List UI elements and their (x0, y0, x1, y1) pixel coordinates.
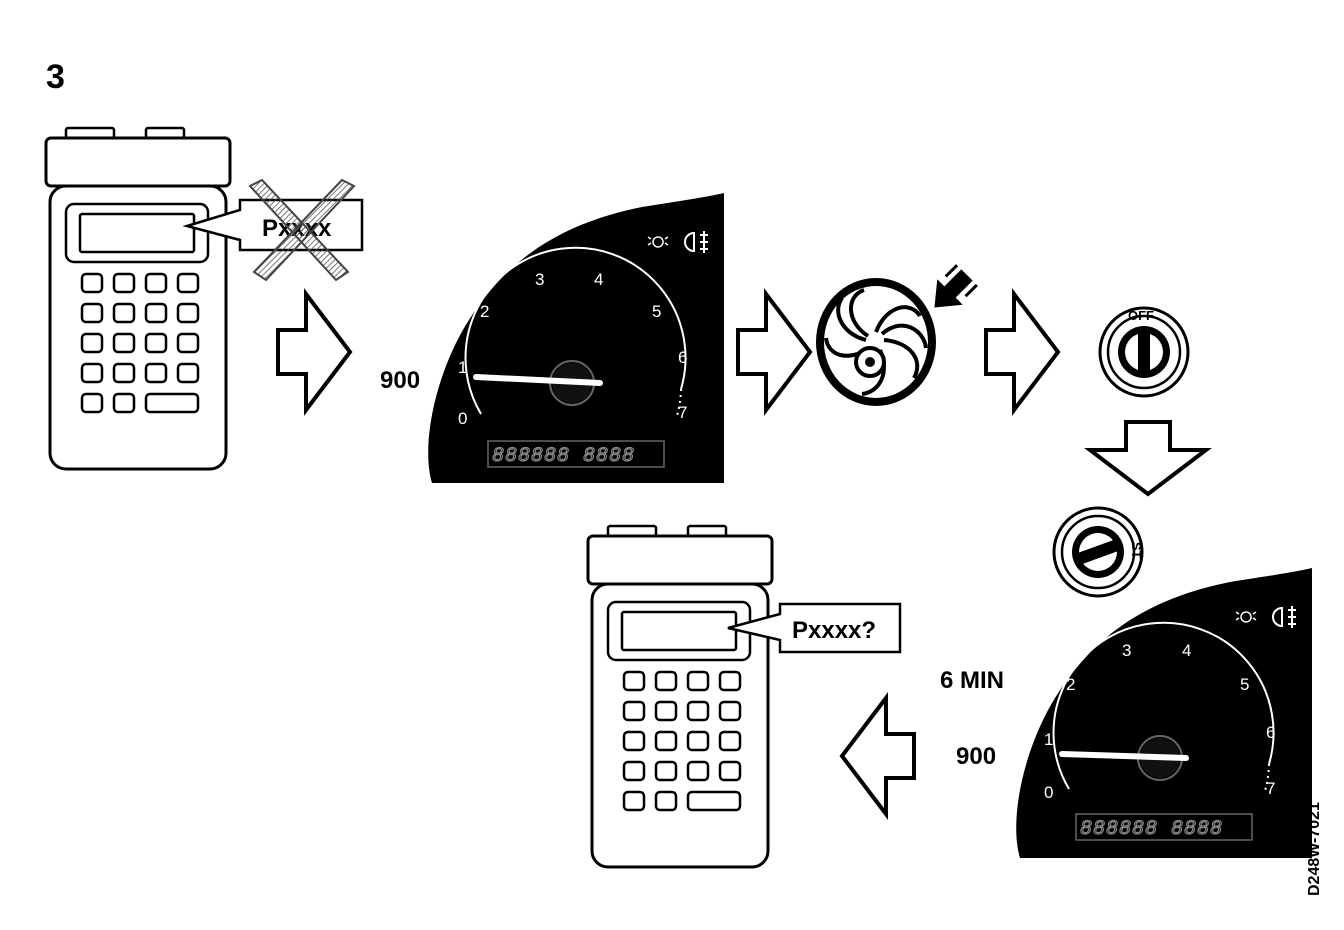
arrow-right-icon (736, 292, 812, 412)
radiator-fan-icon (816, 278, 936, 406)
step-number: 3 (46, 58, 65, 96)
instrument-cluster-bottom: 0 1 2 3 4 5 6 7 888888 8888 (1015, 567, 1313, 859)
gauge-tick-labels: 0 1 2 3 4 5 6 7 (458, 270, 687, 428)
tester-callout-bottom: Pxxxx? (727, 602, 902, 654)
tick-label: 4 (1182, 641, 1191, 660)
gauge-tick-labels: 0 1 2 3 4 5 6 7 (1044, 641, 1275, 802)
callout-text-bottom: Pxxxx? (792, 617, 876, 644)
figure-code: D248W-7021 (1306, 802, 1323, 896)
tick-label: 4 (594, 270, 603, 289)
tick-label: 7 (1266, 779, 1275, 798)
digital-display: 888888 8888 (492, 445, 635, 468)
cross-out-mark (248, 178, 356, 282)
arrow-down-icon (1088, 420, 1208, 496)
tick-label: 3 (535, 270, 544, 289)
arrow-left-icon (840, 696, 916, 816)
tick-label: 1 (1044, 730, 1053, 749)
tick-label: 5 (652, 302, 661, 321)
ignition-switch-icon: ST (1052, 506, 1144, 598)
diagnostic-tester-bottom (586, 524, 774, 869)
tester-callout-top: Pxxxx (182, 178, 364, 282)
ignition-label-off: OFF (1128, 308, 1154, 323)
tick-label: 0 (1044, 783, 1053, 802)
tick-label: 2 (480, 302, 489, 321)
rpm-label-bottom: 900 (956, 743, 996, 770)
digital-display: 888888 8888 (1080, 818, 1223, 841)
tick-label: 0 (458, 409, 467, 428)
time-label: 6 MIN (940, 667, 1004, 694)
diagnostic-tester-top (44, 126, 232, 471)
airflow-arrow-icon (934, 264, 978, 308)
tick-label: 6 (678, 348, 687, 367)
tick-label: 3 (1122, 641, 1131, 660)
arrow-right-icon (276, 292, 352, 412)
gauge-needle (473, 374, 603, 386)
instrument-cluster-top: 0 1 2 3 4 5 6 7 888888 8888 (427, 192, 725, 484)
tick-label: 5 (1240, 675, 1249, 694)
rpm-label-top: 900 (380, 367, 420, 394)
arrow-right-icon (984, 292, 1060, 412)
tick-label: 6 (1266, 723, 1275, 742)
tick-label: 2 (1066, 675, 1075, 694)
ignition-label-st: ST (1129, 542, 1144, 559)
ignition-switch-icon: OFF (1098, 306, 1190, 398)
tick-label: 7 (678, 403, 687, 422)
gauge-needle (1059, 751, 1189, 761)
tick-label: 1 (458, 358, 467, 377)
